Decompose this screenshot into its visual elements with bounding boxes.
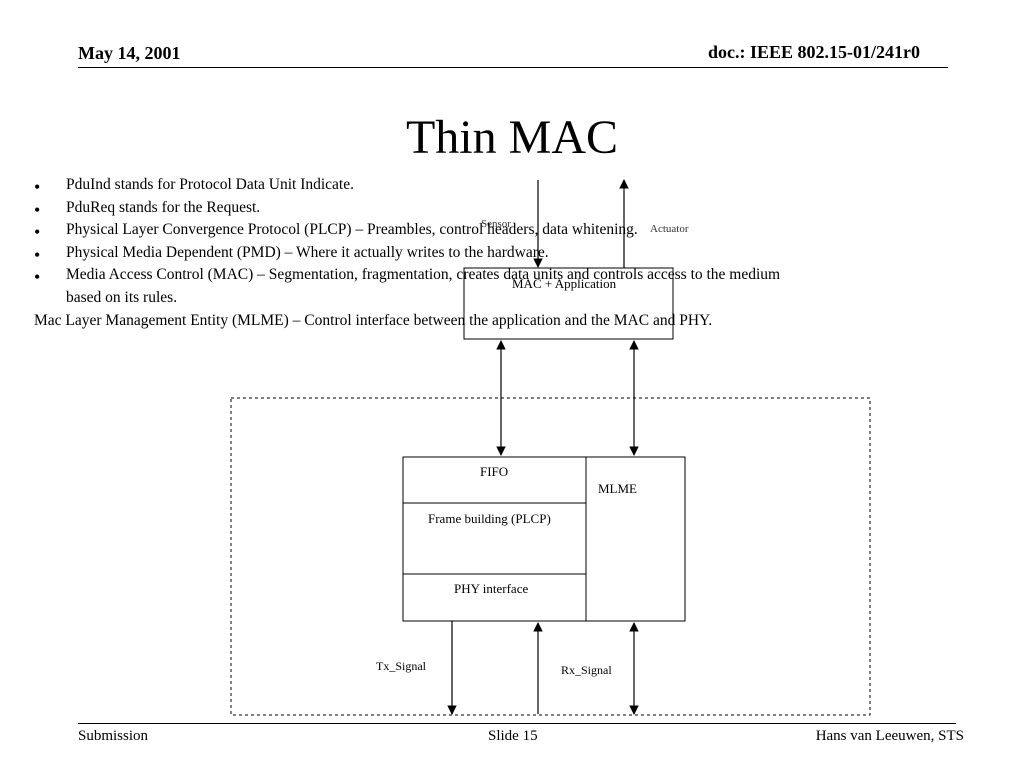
mlme-label: MLME (598, 481, 637, 496)
sensor-label: Sensor (481, 218, 511, 230)
bullet-dot: • (34, 199, 41, 220)
list-item: • Physical Layer Convergence Protocol (PL… (34, 219, 794, 242)
footer-author: Hans van Leeuwen, STS (815, 728, 964, 744)
phy-boundary-dashed (230, 397, 871, 716)
list-item: • PduReq stands for the Request. (34, 197, 794, 220)
header-rule (78, 67, 948, 68)
mac-application-box (463, 267, 674, 340)
fifo-label: FIFO (480, 464, 509, 479)
header-doc-id: doc.: IEEE 802.15-01/241r0 (707, 42, 920, 62)
bullet-text: PduReq stands for the Request. (66, 198, 261, 216)
bullet-text: Physical Layer Convergence Protocol (PLC… (66, 221, 638, 239)
bullet-dot: • (34, 222, 41, 243)
bullet-dot: • (34, 244, 41, 265)
mlme-paragraph: Mac Layer Management Entity (MLME) – Con… (34, 311, 713, 329)
footer-submission: Submission (78, 728, 149, 744)
footer-slide-number: Slide 15 (488, 728, 538, 744)
list-item: • Media Access Control (MAC) – Segmentati… (34, 264, 794, 309)
bullet-dot: • (34, 267, 41, 288)
mlme-box (585, 456, 686, 622)
mac-application-label: MAC + Application (512, 276, 617, 291)
bullet-text: Physical Media Dependent (PMD) – Where i… (66, 243, 549, 261)
tx-signal-label: Tx_Signal (376, 659, 426, 673)
header-date: May 14, 2001 (78, 43, 181, 63)
footer-rule (78, 723, 956, 724)
bullet-list: • PduInd stands for Protocol Data Unit In… (34, 174, 794, 332)
actuator-label: Actuator (650, 223, 689, 235)
list-item: • Physical Media Dependent (PMD) – Where … (34, 242, 794, 265)
slide-title: Thin MAC (405, 111, 618, 164)
phy-interface-label: PHY interface (454, 581, 529, 596)
rx-signal-label: Rx_Signal (561, 663, 612, 677)
bullet-dot: • (34, 177, 41, 197)
frame-building-label: Frame building (PLCP) (428, 511, 551, 526)
bullet-text: Media Access Control (MAC) – Segmentatio… (66, 266, 781, 306)
bullet-text: PduInd stands for Protocol Data Unit Ind… (66, 176, 354, 193)
list-item: • PduInd stands for Protocol Data Unit In… (34, 174, 794, 197)
